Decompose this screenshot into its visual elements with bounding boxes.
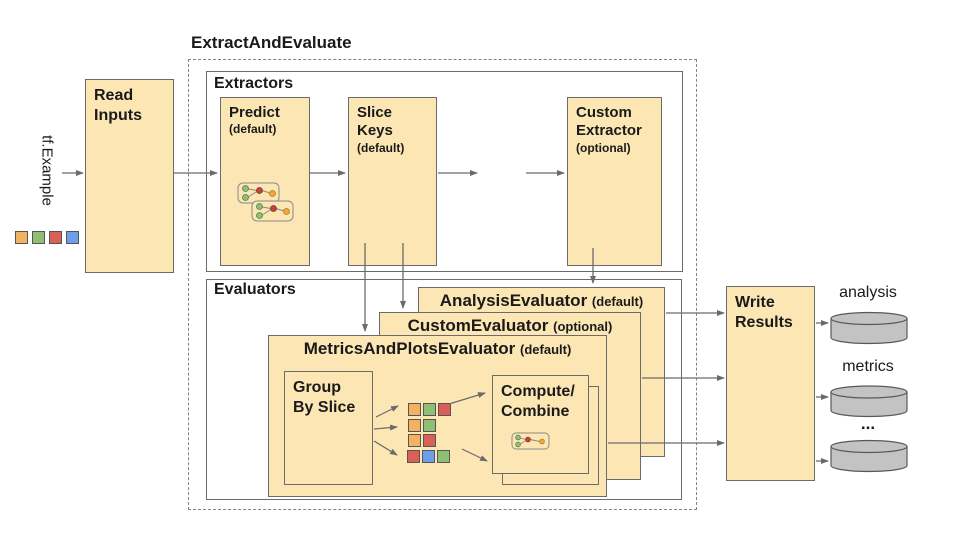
data-square xyxy=(15,231,28,244)
slice-keys-qualifier: (default) xyxy=(357,140,405,155)
read-inputs-box: Read Inputs xyxy=(85,79,174,273)
write-results-box: Write Results xyxy=(726,286,815,481)
slice-square xyxy=(423,434,436,447)
slice-square xyxy=(422,450,435,463)
slice-keys-extractor-box: Slice Keys (default) xyxy=(348,97,437,266)
extractors-section-label: Extractors xyxy=(214,75,294,92)
write-results-line2: Results xyxy=(735,313,793,331)
analysis-evaluator-qualifier: (default) xyxy=(591,294,644,309)
slice-keys-line2: Keys xyxy=(357,122,393,140)
metrics-plots-evaluator-title: MetricsAndPlotsEvaluator (default) xyxy=(269,336,606,359)
compute-combine-label: Compute/ Combine xyxy=(493,376,588,421)
slice-keys-line1: Slice xyxy=(357,104,393,121)
data-square xyxy=(49,231,62,244)
pipeline-title: ExtractAndEvaluate xyxy=(191,33,352,52)
compute-combine-line1: Compute/ xyxy=(501,383,575,400)
group-by-slice-label: Group By Slice xyxy=(285,372,372,417)
read-inputs-line2: Inputs xyxy=(94,106,142,124)
metrics-database-icon xyxy=(830,385,908,418)
slice-square xyxy=(408,419,421,432)
more-database-icon xyxy=(830,439,908,473)
custom-evaluator-name: CustomEvaluator xyxy=(407,316,549,335)
custom-extractor-box: Custom Extractor (optional) xyxy=(567,97,662,266)
group-by-slice-box: Group By Slice xyxy=(284,371,373,485)
data-square xyxy=(66,231,79,244)
analysis-database-icon xyxy=(830,311,908,345)
read-inputs-label: Read Inputs xyxy=(86,80,173,125)
analysis-sink-label: analysis xyxy=(839,284,897,301)
write-results-label: Write Results xyxy=(727,287,814,332)
slice-square xyxy=(407,450,420,463)
predict-title: Predict xyxy=(229,104,280,121)
pipeline-dashed-boundary xyxy=(188,59,697,510)
evaluators-section-label: Evaluators xyxy=(214,281,296,298)
slice-square xyxy=(423,419,436,432)
analysis-evaluator-name: AnalysisEvaluator xyxy=(439,291,588,310)
custom-extractor-line2: Extractor xyxy=(576,122,642,140)
custom-extractor-label: Custom Extractor (optional) xyxy=(568,98,661,156)
slice-square xyxy=(437,450,450,463)
write-results-line1: Write xyxy=(735,294,775,311)
more-sinks-ellipsis: ... xyxy=(860,414,876,433)
sink-arrows xyxy=(816,320,829,464)
group-by-slice-line1: Group xyxy=(293,379,341,396)
metrics-plots-evaluator-name: MetricsAndPlotsEvaluator xyxy=(303,339,516,358)
slice-keys-label: Slice Keys (default) xyxy=(349,98,436,156)
metrics-sink-label: metrics xyxy=(842,358,894,375)
predict-qualifier: (default) xyxy=(229,122,277,137)
metrics-plots-evaluator-qualifier: (default) xyxy=(520,342,572,357)
custom-extractor-qualifier: (optional) xyxy=(576,140,631,155)
slice-square xyxy=(408,434,421,447)
group-by-slice-line2: By Slice xyxy=(293,398,356,416)
custom-evaluator-qualifier: (optional) xyxy=(553,319,613,334)
read-inputs-line1: Read xyxy=(94,87,134,104)
compute-combine-box: Compute/ Combine xyxy=(492,375,589,474)
predict-label: Predict (default) xyxy=(221,98,309,138)
slice-square xyxy=(423,403,436,416)
tf-example-label: tf.Example xyxy=(38,135,56,206)
predict-extractor-box: Predict (default) xyxy=(220,97,310,266)
analysis-evaluator-title: AnalysisEvaluator (default) xyxy=(419,288,664,311)
custom-extractor-line1: Custom xyxy=(576,104,632,121)
compute-combine-line2: Combine xyxy=(501,402,570,420)
slice-square xyxy=(408,403,421,416)
custom-evaluator-title: CustomEvaluator (optional) xyxy=(380,313,640,336)
data-square xyxy=(32,231,45,244)
slice-square xyxy=(438,403,451,416)
